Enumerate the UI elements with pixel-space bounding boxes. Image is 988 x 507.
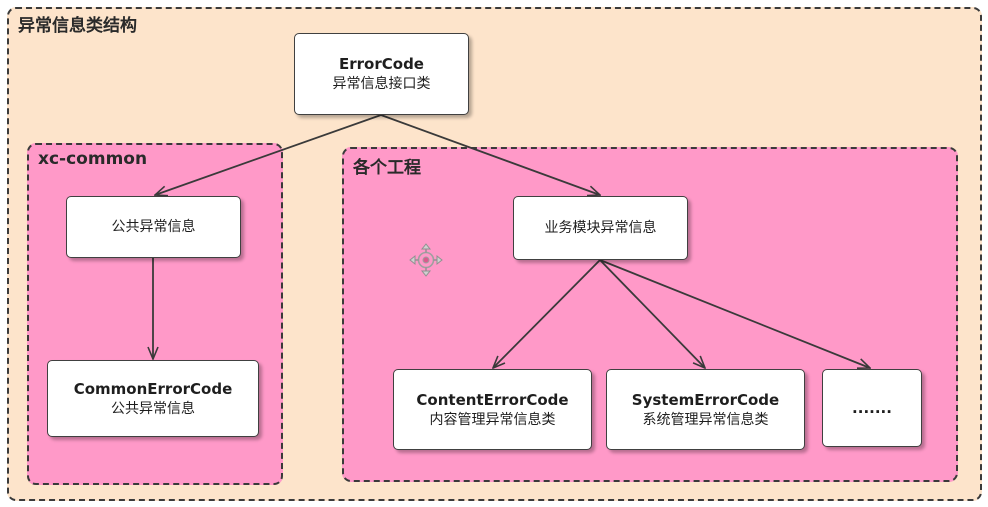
node-content-error-code-name: ContentErrorCode bbox=[416, 390, 569, 409]
node-error-code-desc: 异常信息接口类 bbox=[332, 76, 431, 92]
node-common-error-code[interactable]: CommonErrorCode 公共异常信息 bbox=[47, 360, 259, 437]
diagram-title: 异常信息类结构 bbox=[18, 16, 137, 36]
node-biz-info-name: 业务模块异常信息 bbox=[544, 220, 657, 236]
node-more-label: ....... bbox=[852, 399, 892, 417]
node-common-error-code-name: CommonErrorCode bbox=[73, 379, 233, 398]
node-error-code[interactable]: ErrorCode 异常信息接口类 bbox=[294, 33, 469, 115]
node-more[interactable]: ....... bbox=[822, 369, 922, 447]
node-system-error-code-name: SystemErrorCode bbox=[631, 390, 780, 409]
node-biz-info[interactable]: 业务模块异常信息 bbox=[513, 196, 688, 260]
package-title-xc-common: xc-common bbox=[38, 149, 148, 169]
node-system-error-code[interactable]: SystemErrorCode 系统管理异常信息类 bbox=[606, 369, 805, 450]
node-content-error-code-desc: 内容管理异常信息类 bbox=[429, 411, 556, 428]
node-error-code-name: ErrorCode bbox=[339, 55, 424, 73]
move-cursor-icon bbox=[409, 243, 443, 277]
node-common-info[interactable]: 公共异常信息 bbox=[66, 196, 241, 258]
node-system-error-code-desc: 系统管理异常信息类 bbox=[642, 411, 769, 428]
node-content-error-code[interactable]: ContentErrorCode 内容管理异常信息类 bbox=[393, 369, 592, 450]
package-title-projects: 各个工程 bbox=[353, 158, 421, 178]
node-common-error-code-desc: 公共异常信息 bbox=[111, 400, 195, 417]
node-common-info-name: 公共异常信息 bbox=[111, 219, 196, 235]
